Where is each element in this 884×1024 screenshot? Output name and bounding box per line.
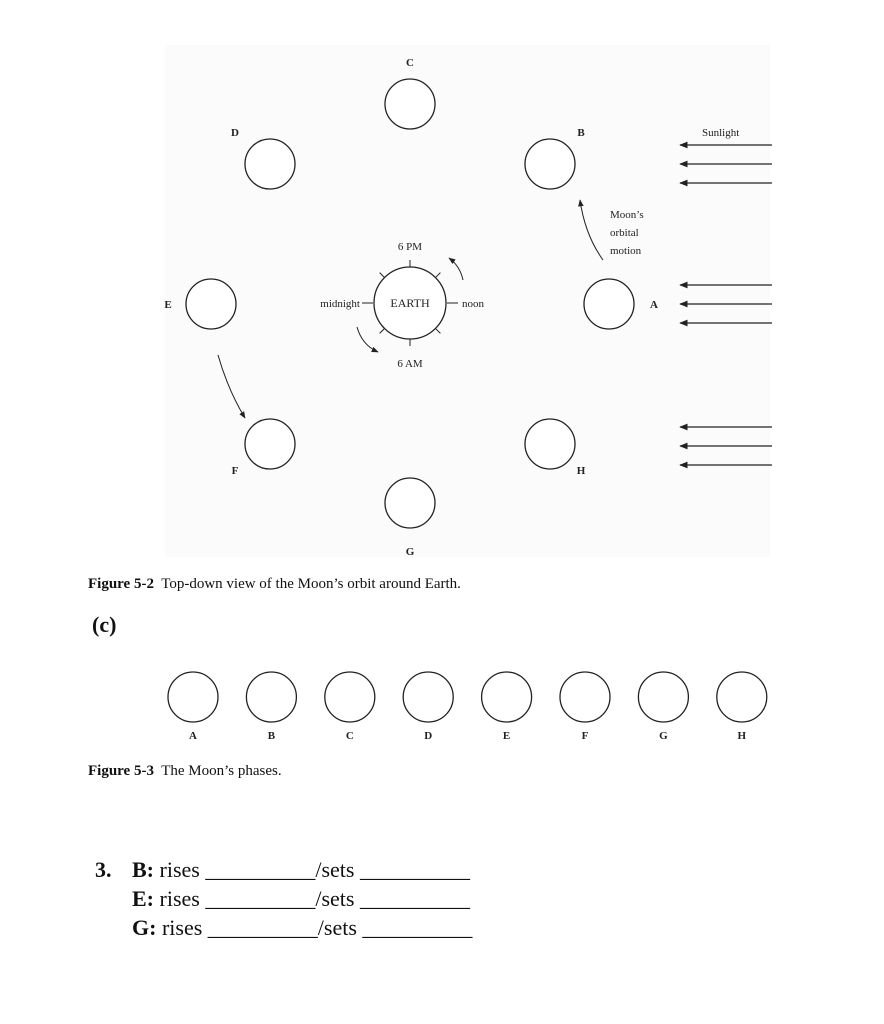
phase-circle-b	[245, 671, 298, 723]
phase-label-d: D	[424, 730, 432, 742]
figure-5-3-caption: Figure 5-3 The Moon’s phases.	[88, 763, 282, 780]
moon-position-a	[583, 278, 635, 330]
phase-label-g: G	[659, 730, 668, 742]
moon-position-label-g: G	[406, 546, 415, 558]
phase-label-e: E	[503, 730, 510, 742]
phase-circle-c	[324, 671, 376, 723]
moon-position-label-e: E	[164, 299, 171, 311]
sunlight-label: Sunlight	[702, 127, 739, 139]
moon-position-label-a: A	[650, 299, 658, 311]
earth-tick	[435, 272, 441, 278]
moon-position-g	[384, 477, 436, 529]
phase-label-b: B	[268, 730, 276, 742]
phase-label-a: A	[189, 730, 197, 742]
moon-position-c	[384, 78, 436, 130]
moon-position-h	[524, 418, 576, 470]
row-key-e: E:	[132, 886, 154, 911]
question-row-b: 3. B: rises __________/sets __________	[95, 855, 472, 884]
figure-5-2-caption: Figure 5-2 Top-down view of the Moon’s o…	[88, 576, 461, 593]
phases-diagram: A B C D E F G H	[167, 671, 768, 742]
phase-label-h: H	[738, 730, 747, 742]
orbital-motion-line-1: Moon’s	[610, 209, 644, 221]
question-number: 3.	[95, 857, 112, 882]
orbit-arrow-right	[578, 199, 604, 261]
phase-circle-d	[402, 671, 454, 723]
earth: EARTH	[373, 260, 447, 346]
moon-position-label-d: D	[231, 127, 239, 139]
moon-position-label-f: F	[232, 465, 239, 477]
earth-tick	[435, 328, 441, 334]
time-noon-label: noon	[462, 298, 485, 310]
question-3: 3. B: rises __________/sets __________ E…	[95, 855, 472, 942]
time-midnight-label: midnight	[320, 298, 360, 310]
phase-circle-a	[167, 671, 219, 723]
figure-5-2-caption-bold: Figure 5-2	[88, 576, 154, 592]
moon-position-e	[185, 278, 237, 330]
moon-position-d	[244, 138, 296, 190]
moon-position-label-b: B	[577, 127, 585, 139]
earth-tick	[379, 272, 385, 278]
phase-circle-f	[559, 671, 611, 723]
figure-5-3-caption-bold: Figure 5-3	[88, 763, 154, 779]
rotation-arrow-top	[448, 257, 464, 281]
diagram-background	[165, 45, 770, 557]
row-key-b: B:	[132, 857, 154, 882]
moon-position-b	[524, 138, 576, 190]
orbital-motion-line-3: motion	[610, 245, 642, 257]
row-text-b: rises __________/sets __________	[159, 857, 470, 882]
row-text-g: rises __________/sets __________	[161, 915, 473, 940]
orbit-diagram: C B D E A F H G EARTH 6 PM 6 AM midnight noon M…	[164, 45, 772, 558]
question-row-g: G: rises __________/sets __________	[95, 913, 472, 942]
rotation-arrow-bottom	[356, 326, 379, 353]
earth-label: EARTH	[390, 296, 430, 310]
moon-position-f	[244, 418, 296, 470]
moon-position-label-c: C	[406, 57, 414, 69]
phase-label-f: F	[582, 730, 589, 742]
part-c-label: (c)	[92, 612, 117, 637]
moon-position-label-h: H	[577, 465, 586, 477]
time-6am-label: 6 AM	[397, 358, 423, 370]
phase-circle-h	[716, 671, 768, 723]
row-text-e: rises __________/sets __________	[159, 886, 470, 911]
figure-5-2-caption-text: Top-down view of the Moon’s orbit around…	[161, 576, 461, 592]
orbital-motion-line-2: orbital	[610, 227, 639, 239]
earth-tick	[379, 328, 385, 334]
phase-circle-g	[637, 671, 690, 723]
time-6pm-label: 6 PM	[398, 241, 422, 253]
phase-circle-e	[480, 671, 533, 723]
phase-label-c: C	[346, 730, 354, 742]
row-key-g: G:	[132, 915, 157, 940]
orbit-arrow-left	[217, 354, 246, 419]
figure-5-3-caption-text: The Moon’s phases.	[161, 763, 282, 779]
question-row-e: E: rises __________/sets __________	[95, 884, 472, 913]
